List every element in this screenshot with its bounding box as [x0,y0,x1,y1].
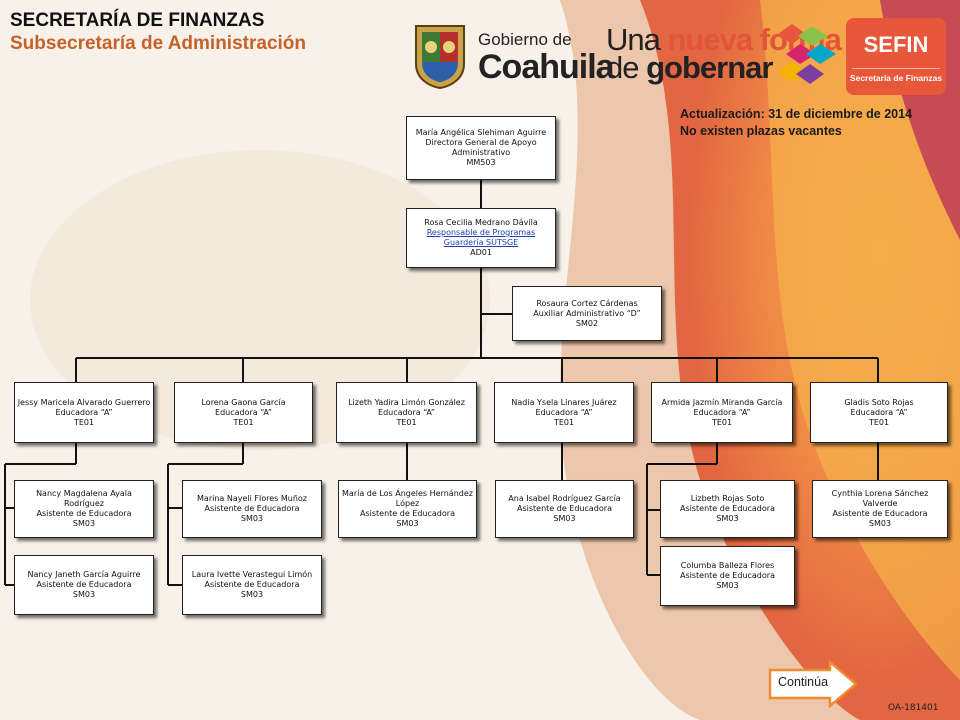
educadora-name: Gladis Soto Rojas [844,397,914,407]
coahuila-label: Coahuila [478,48,615,86]
asistente-name: Lizbeth Rojas Soto [690,494,765,503]
lema-line2: de gobernar [606,50,773,86]
update-info: Actualización: 31 de diciembre de 2014 N… [680,106,912,140]
coat-of-arms-logo [415,25,465,90]
asistente-code: SM03 [72,590,96,599]
asistente-code: SM03 [240,590,264,599]
asistente-name: Laura Ivette Verastegui Limón [191,570,313,579]
lema-una: Una [606,22,661,57]
auxiliar-code: SM02 [575,318,599,328]
auxiliar-role: Auxiliar Administrativo “D” [533,308,641,318]
asistente-name: María de Los Ángeles Hernández López [342,489,473,508]
asistente-role: Asistente de Educadora [204,580,300,589]
asistente-box: María de Los Ángeles Hernández López Asi… [338,480,477,538]
asistente-role: Asistente de Educadora [360,509,455,518]
asistente-code: SM03 [240,514,264,523]
asistente-code: SM03 [716,514,739,523]
asistente-role: Asistente de Educadora [832,509,928,518]
colorful-diamond-logo [778,24,836,84]
educadora-box: Lorena Gaona García Educadora “A” TE01 [174,382,313,443]
educadora-code: TE01 [553,417,575,427]
asistente-role: Asistente de Educadora [36,509,132,518]
auxiliar-name: Rosaura Cortez Cárdenas [536,298,638,308]
educadora-name: Lorena Gaona García [201,397,286,407]
educadora-role: Educadora “A” [378,407,435,417]
educadora-name: Nadia Ysela Linares Juárez [511,397,617,407]
responsable-program-link[interactable]: Guardería SUTSGE [443,238,519,247]
asistente-code: SM03 [396,519,419,528]
asistente-role: Asistente de Educadora [36,580,132,589]
educadora-box: Nadia Ysela Linares Juárez Educadora “A”… [494,382,634,443]
asistente-name: Cynthia Lorena Sánchez Valverde [831,489,929,508]
director-box: María Angélica Slehiman Aguirre Director… [406,116,556,180]
page-title: SECRETARÍA DE FINANZAS [10,10,265,31]
responsable-box: Rosa Cecilia Medrano Dávila Responsable … [406,208,556,268]
lema-de: de [606,50,639,85]
educadora-code: TE01 [233,417,254,427]
asistente-role: Asistente de Educadora [680,571,775,580]
continue-label[interactable]: Continúa [778,675,829,689]
educadora-code: TE01 [711,417,733,427]
educadora-code: TE01 [396,417,417,427]
vacancy-note: No existen plazas vacantes [680,124,842,138]
gobierno-de-label: Gobierno de [478,30,572,49]
asistente-code: SM03 [868,519,892,528]
educadora-box: Lizeth Yadira Limón González Educadora “… [336,382,477,443]
educadora-code: TE01 [73,417,95,427]
asistente-name: Columba Balleza Flores [680,561,775,570]
document-code: OA-181401 [888,703,939,713]
page-subtitle: Subsecretaría de Administración [10,33,307,54]
asistente-box: Nancy Magdalena Ayala Rodríguez Asistent… [14,480,154,538]
asistente-code: SM03 [553,514,576,523]
asistente-box: Cynthia Lorena Sánchez Valverde Asistent… [812,480,948,538]
asistente-box: Lizbeth Rojas Soto Asistente de Educador… [660,480,795,538]
lema-gobernar: gobernar [646,50,773,85]
asistente-box: Ana Isabel Rodríguez García Asistente de… [495,480,634,538]
asistente-role: Asistente de Educadora [204,504,300,513]
auxiliar-box: Rosaura Cortez Cárdenas Auxiliar Adminis… [512,286,662,341]
educadora-role: Educadora “A” [693,407,751,417]
asistente-name: Ana Isabel Rodríguez García [508,494,621,503]
asistente-box: Marina Nayeli Flores Muñoz Asistente de … [182,480,322,538]
educadora-name: Armida Jazmín Miranda García [661,397,783,407]
educadora-box: Armida Jazmín Miranda García Educadora “… [651,382,793,443]
director-code: MM503 [466,158,496,167]
asistente-box: Nancy Janeth García Aguirre Asistente de… [14,555,154,615]
director-name: María Angélica Slehiman Aguirre [415,128,547,137]
responsable-name: Rosa Cecilia Medrano Dávila [424,218,538,227]
director-role: Directora General de Apoyo Administrativ… [425,138,537,157]
educadora-role: Educadora “A” [55,407,113,417]
asistente-name: Marina Nayeli Flores Muñoz [197,494,307,503]
educadora-name: Jessy Maricela Alvarado Guerrero [17,397,151,407]
sefin-subtitle: Secretaría de Finanzas [849,73,943,83]
educadora-role: Educadora “A” [215,407,272,417]
educadora-role: Educadora “A” [535,407,593,417]
asistente-name: Nancy Magdalena Ayala Rodríguez [36,489,132,508]
update-date: Actualización: 31 de diciembre de 2014 [680,107,913,121]
sefin-logo: SEFIN Secretaría de Finanzas [846,18,946,95]
educadora-name: Lizeth Yadira Limón González [348,397,465,407]
educadora-code: TE01 [868,417,890,427]
asistente-box: Laura Ivette Verastegui Limón Asistente … [182,555,322,615]
asistente-box: Columba Balleza Flores Asistente de Educ… [660,546,795,606]
sefin-divider [852,68,940,69]
asistente-code: SM03 [72,519,96,528]
educadora-box: Gladis Soto Rojas Educadora “A” TE01 [810,382,948,443]
asistente-code: SM03 [716,581,739,590]
asistente-role: Asistente de Educadora [517,504,612,513]
educadora-box: Jessy Maricela Alvarado Guerrero Educado… [14,382,154,443]
responsable-role-link[interactable]: Responsable de Programas [426,228,536,237]
responsable-code: AD01 [470,248,492,257]
sefin-title: SEFIN [863,32,929,57]
asistente-name: Nancy Janeth García Aguirre [27,570,141,579]
continue-arrow-button[interactable] [768,660,860,708]
asistente-role: Asistente de Educadora [680,504,775,513]
educadora-role: Educadora “A” [850,407,908,417]
